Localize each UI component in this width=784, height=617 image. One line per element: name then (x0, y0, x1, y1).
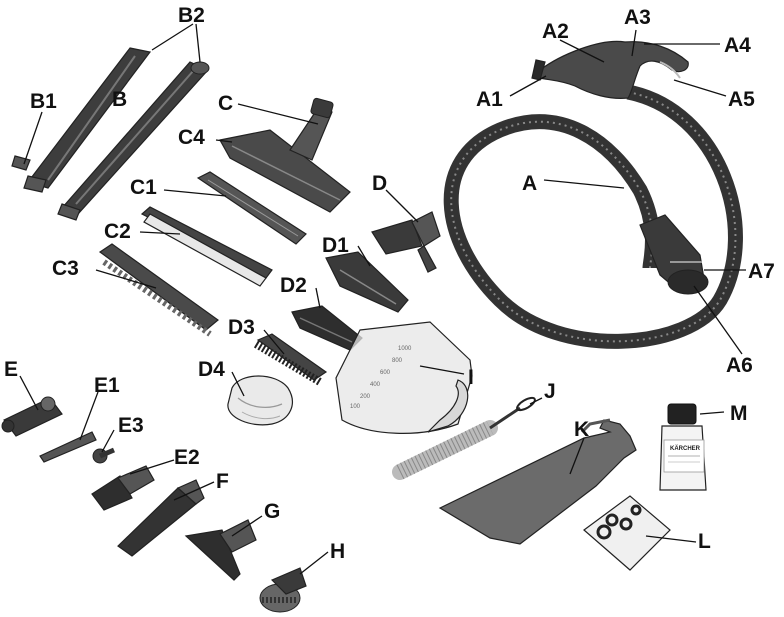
point-jet-extension-e1 (39, 431, 97, 463)
label-c4: C4 (178, 126, 205, 149)
label-a6: A6 (726, 354, 753, 377)
jug-mark-1000: 1000 (398, 346, 412, 352)
label-k: K (574, 418, 589, 441)
label-b: B (112, 88, 127, 111)
point-jet-nozzle (1, 396, 63, 437)
label-b2: B2 (178, 4, 205, 27)
jug-mark-800: 800 (392, 358, 403, 364)
label-a3: A3 (624, 6, 651, 29)
o-ring-bag (583, 495, 671, 571)
label-a7: A7 (748, 260, 775, 283)
power-nozzle-e2 (91, 465, 155, 511)
round-brush-small-e3 (92, 447, 115, 464)
cloth-bag (438, 418, 637, 545)
label-l: L (698, 530, 711, 553)
bottle-brand-label: KÄRCHER (670, 445, 701, 452)
label-j: J (544, 380, 556, 403)
hand-nozzle-cover-d1 (325, 251, 409, 313)
jug-mark-400: 400 (370, 382, 381, 388)
label-g: G (264, 500, 280, 523)
label-e3: E3 (118, 414, 144, 437)
hand-nozzle (371, 211, 441, 273)
cloth-cover-d4 (227, 375, 293, 426)
label-d3: D3 (228, 316, 255, 339)
window-nozzle (184, 519, 257, 581)
label-a5: A5 (728, 88, 755, 111)
label-d: D (372, 172, 387, 195)
label-m: M (730, 402, 748, 425)
round-brush-large (259, 567, 307, 613)
floor-nozzle-strip-c1 (196, 171, 307, 245)
floor-nozzle (219, 97, 351, 213)
label-b1: B1 (30, 90, 57, 113)
round-brush-d3 (253, 333, 328, 386)
floor-nozzle-brush-c3 (98, 243, 219, 337)
label-d2: D2 (280, 274, 307, 297)
label-a2: A2 (542, 20, 569, 43)
label-c: C (218, 92, 233, 115)
label-e: E (4, 358, 18, 381)
extension-tubes (11, 47, 210, 221)
leader-lines (19, 23, 746, 575)
floor-nozzle-lip-c2 (140, 206, 273, 287)
jug-mark-200: 200 (360, 394, 371, 400)
steam-hose (443, 40, 743, 349)
label-h: H (330, 540, 345, 563)
measuring-jug: 1000 800 600 400 200 100 (335, 321, 473, 434)
label-e2: E2 (174, 446, 200, 469)
jug-mark-100: 100 (350, 404, 361, 410)
label-c1: C1 (130, 176, 157, 199)
descaler-bottle: KÄRCHER (659, 403, 707, 491)
label-c2: C2 (104, 220, 131, 243)
bottle-brush (392, 396, 536, 480)
hand-nozzle-pad-d2 (291, 305, 363, 351)
label-d4: D4 (198, 358, 225, 381)
label-f: F (216, 470, 229, 493)
jug-mark-600: 600 (380, 370, 391, 376)
label-a4: A4 (724, 34, 751, 57)
label-a1: A1 (476, 88, 503, 111)
label-d1: D1 (322, 234, 349, 257)
part-labels: B2 B1 B C C4 C1 C2 C3 D D1 D2 D3 D4 E E1… (4, 4, 775, 563)
label-i: I (468, 366, 474, 389)
label-e1: E1 (94, 374, 120, 397)
label-c3: C3 (52, 257, 79, 280)
label-a: A (522, 172, 537, 195)
